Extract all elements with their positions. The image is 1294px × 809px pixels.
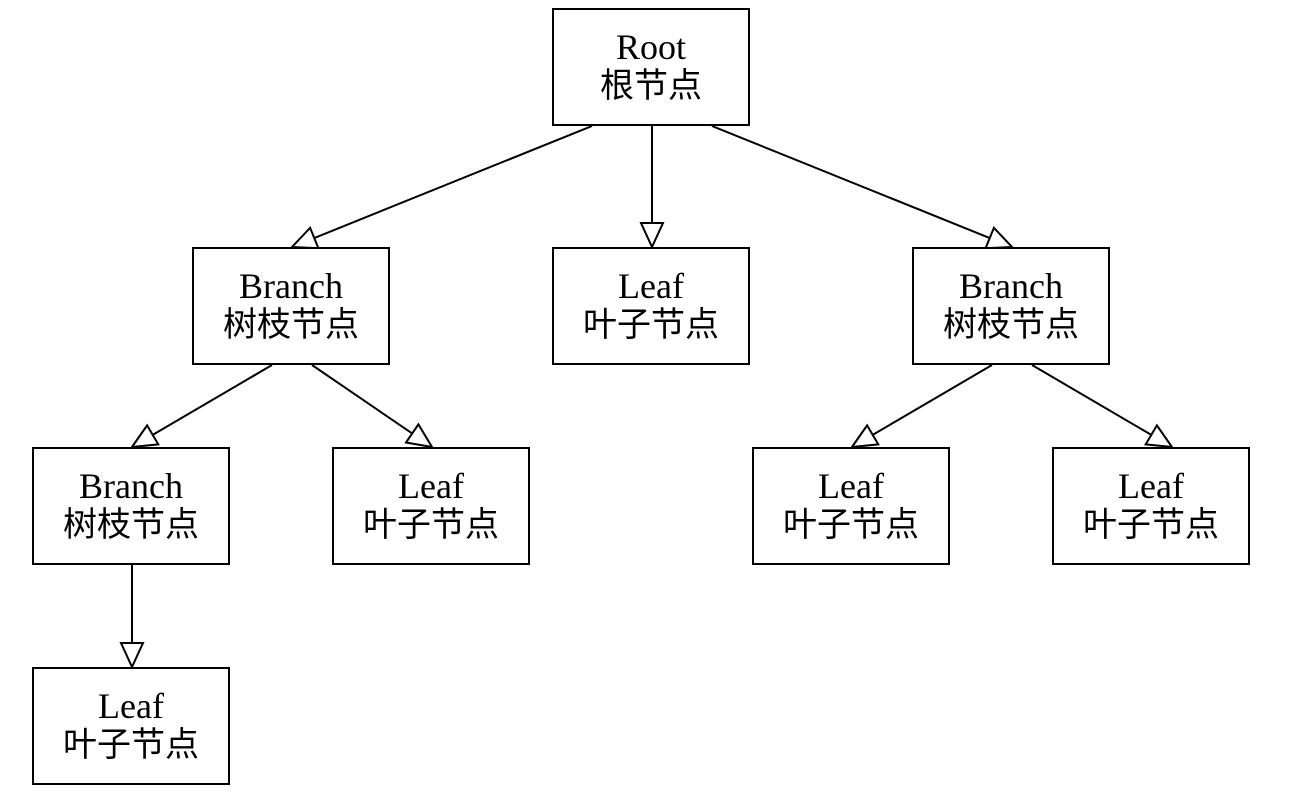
- node-label-zh: 树枝节点: [943, 305, 1079, 345]
- edge-branch_l-branch_ll: [152, 364, 273, 436]
- node-label-zh: 叶子节点: [1083, 505, 1219, 545]
- node-label-zh: 叶子节点: [583, 305, 719, 345]
- node-label-zh: 根节点: [600, 66, 702, 106]
- node-branch-left: Branch 树枝节点: [192, 247, 390, 365]
- node-label-en: Branch: [959, 266, 1063, 306]
- edge-branch_r-leaf_rr: [1031, 364, 1152, 436]
- node-label-en: Leaf: [398, 466, 464, 506]
- arrowhead-icon: [119, 642, 145, 670]
- node-label-en: Leaf: [618, 266, 684, 306]
- arrowhead-icon: [984, 225, 1015, 250]
- arrowhead-icon: [849, 423, 880, 449]
- node-label-en: Leaf: [1118, 466, 1184, 506]
- node-label-en: Branch: [79, 466, 183, 506]
- node-leaf-middle: Leaf 叶子节点: [552, 247, 750, 365]
- node-label-zh: 叶子节点: [63, 725, 199, 765]
- node-branch-left-left: Branch 树枝节点: [32, 447, 230, 565]
- node-label-zh: 叶子节点: [783, 505, 919, 545]
- node-label-zh: 叶子节点: [363, 505, 499, 545]
- arrowhead-icon: [289, 225, 320, 250]
- edge-root-branch_l: [313, 125, 593, 239]
- edge-root-branch_r: [711, 125, 991, 239]
- node-label-zh: 树枝节点: [223, 305, 359, 345]
- arrowhead-icon: [1144, 423, 1175, 449]
- node-label-zh: 树枝节点: [63, 505, 199, 545]
- node-leaf-right-left: Leaf 叶子节点: [752, 447, 950, 565]
- node-label-en: Branch: [239, 266, 343, 306]
- node-leaf-bottom: Leaf 叶子节点: [32, 667, 230, 785]
- node-label-en: Root: [615, 27, 686, 67]
- arrowhead-icon: [639, 222, 665, 250]
- edge-branch_r-leaf_rl: [872, 364, 993, 436]
- node-leaf-right-right: Leaf 叶子节点: [1052, 447, 1250, 565]
- arrowhead-icon: [404, 422, 434, 449]
- node-label-en: Leaf: [818, 466, 884, 506]
- node-branch-right: Branch 树枝节点: [912, 247, 1110, 365]
- edge-branch_l-leaf_lm: [311, 364, 413, 435]
- node-root: Root 根节点: [552, 8, 750, 126]
- node-label-en: Leaf: [98, 686, 164, 726]
- arrowhead-icon: [129, 423, 160, 449]
- node-leaf-left-right: Leaf 叶子节点: [332, 447, 530, 565]
